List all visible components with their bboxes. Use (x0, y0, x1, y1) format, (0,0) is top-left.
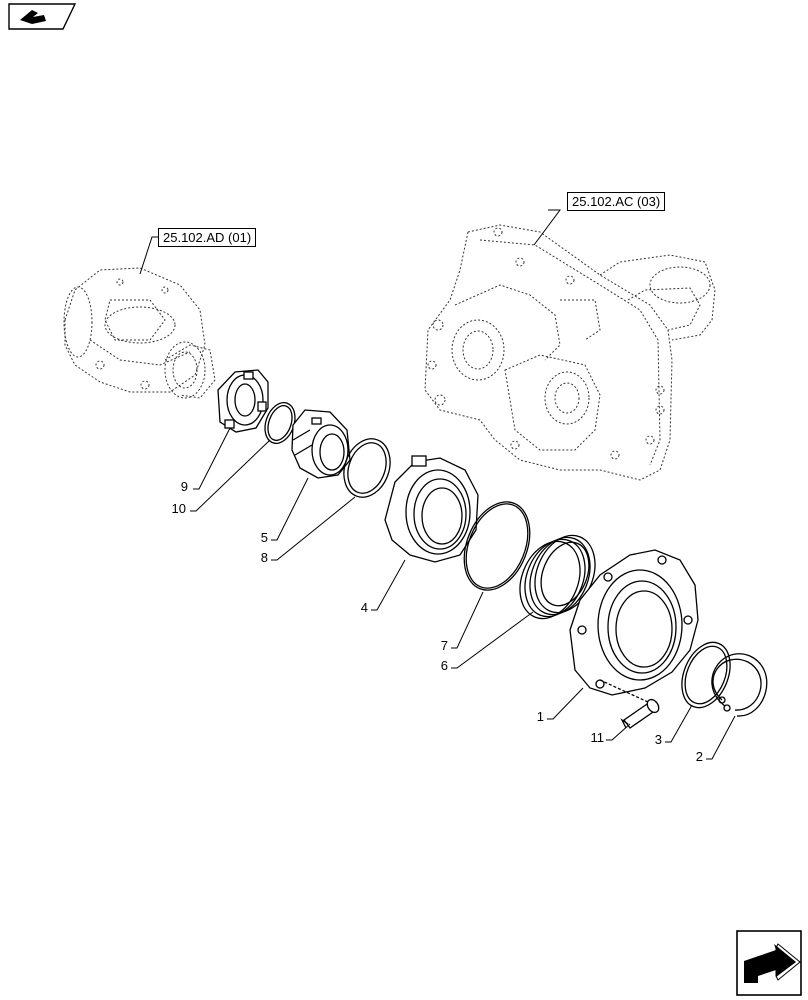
leader-5 (271, 477, 309, 541)
differential-reference (63, 267, 216, 399)
callout-9: 9 (180, 479, 188, 494)
part-4-piston (384, 455, 479, 563)
callout-7: 7 (440, 638, 448, 653)
axle-housing-reference (424, 224, 716, 481)
callout-8: 8 (260, 550, 268, 565)
part-8-snap-ring (343, 438, 391, 498)
callout-11: 11 (590, 730, 605, 745)
leader-11 (606, 723, 631, 741)
callout-1: 1 (536, 709, 544, 724)
callout-5: 5 (260, 530, 268, 545)
reference-label-ad[interactable]: 25.102.AD (01) (158, 228, 257, 247)
callout-3: 3 (654, 732, 662, 747)
leader-6 (451, 611, 534, 669)
callout-2: 2 (695, 749, 703, 764)
part-1-cover (569, 549, 699, 696)
leader-8 (271, 496, 356, 561)
part-2-circlip (711, 653, 768, 717)
callout-10: 10 (171, 501, 186, 516)
part-6-seal-rings (519, 534, 596, 620)
book-arrow-icon[interactable] (8, 3, 77, 30)
leader-3 (665, 704, 693, 743)
leader-10 (190, 439, 271, 512)
leader-1 (547, 687, 584, 720)
callout-6: 6 (440, 658, 448, 673)
callout-4: 4 (360, 600, 368, 615)
part-7-large-o-ring (463, 501, 531, 591)
leader-4 (371, 559, 406, 611)
reference-label-ac[interactable]: 25.102.AC (03) (567, 192, 666, 211)
leader-ad (139, 236, 158, 275)
part-5-splined-hub (291, 409, 351, 479)
leader-9 (193, 427, 231, 490)
leader-2 (706, 715, 736, 760)
leader-7 (451, 591, 484, 649)
part-3-washer (681, 641, 731, 709)
leader-ac (533, 209, 561, 246)
part-9-clutch-sleeve (217, 369, 269, 433)
next-page-arrow-icon[interactable] (736, 930, 802, 996)
